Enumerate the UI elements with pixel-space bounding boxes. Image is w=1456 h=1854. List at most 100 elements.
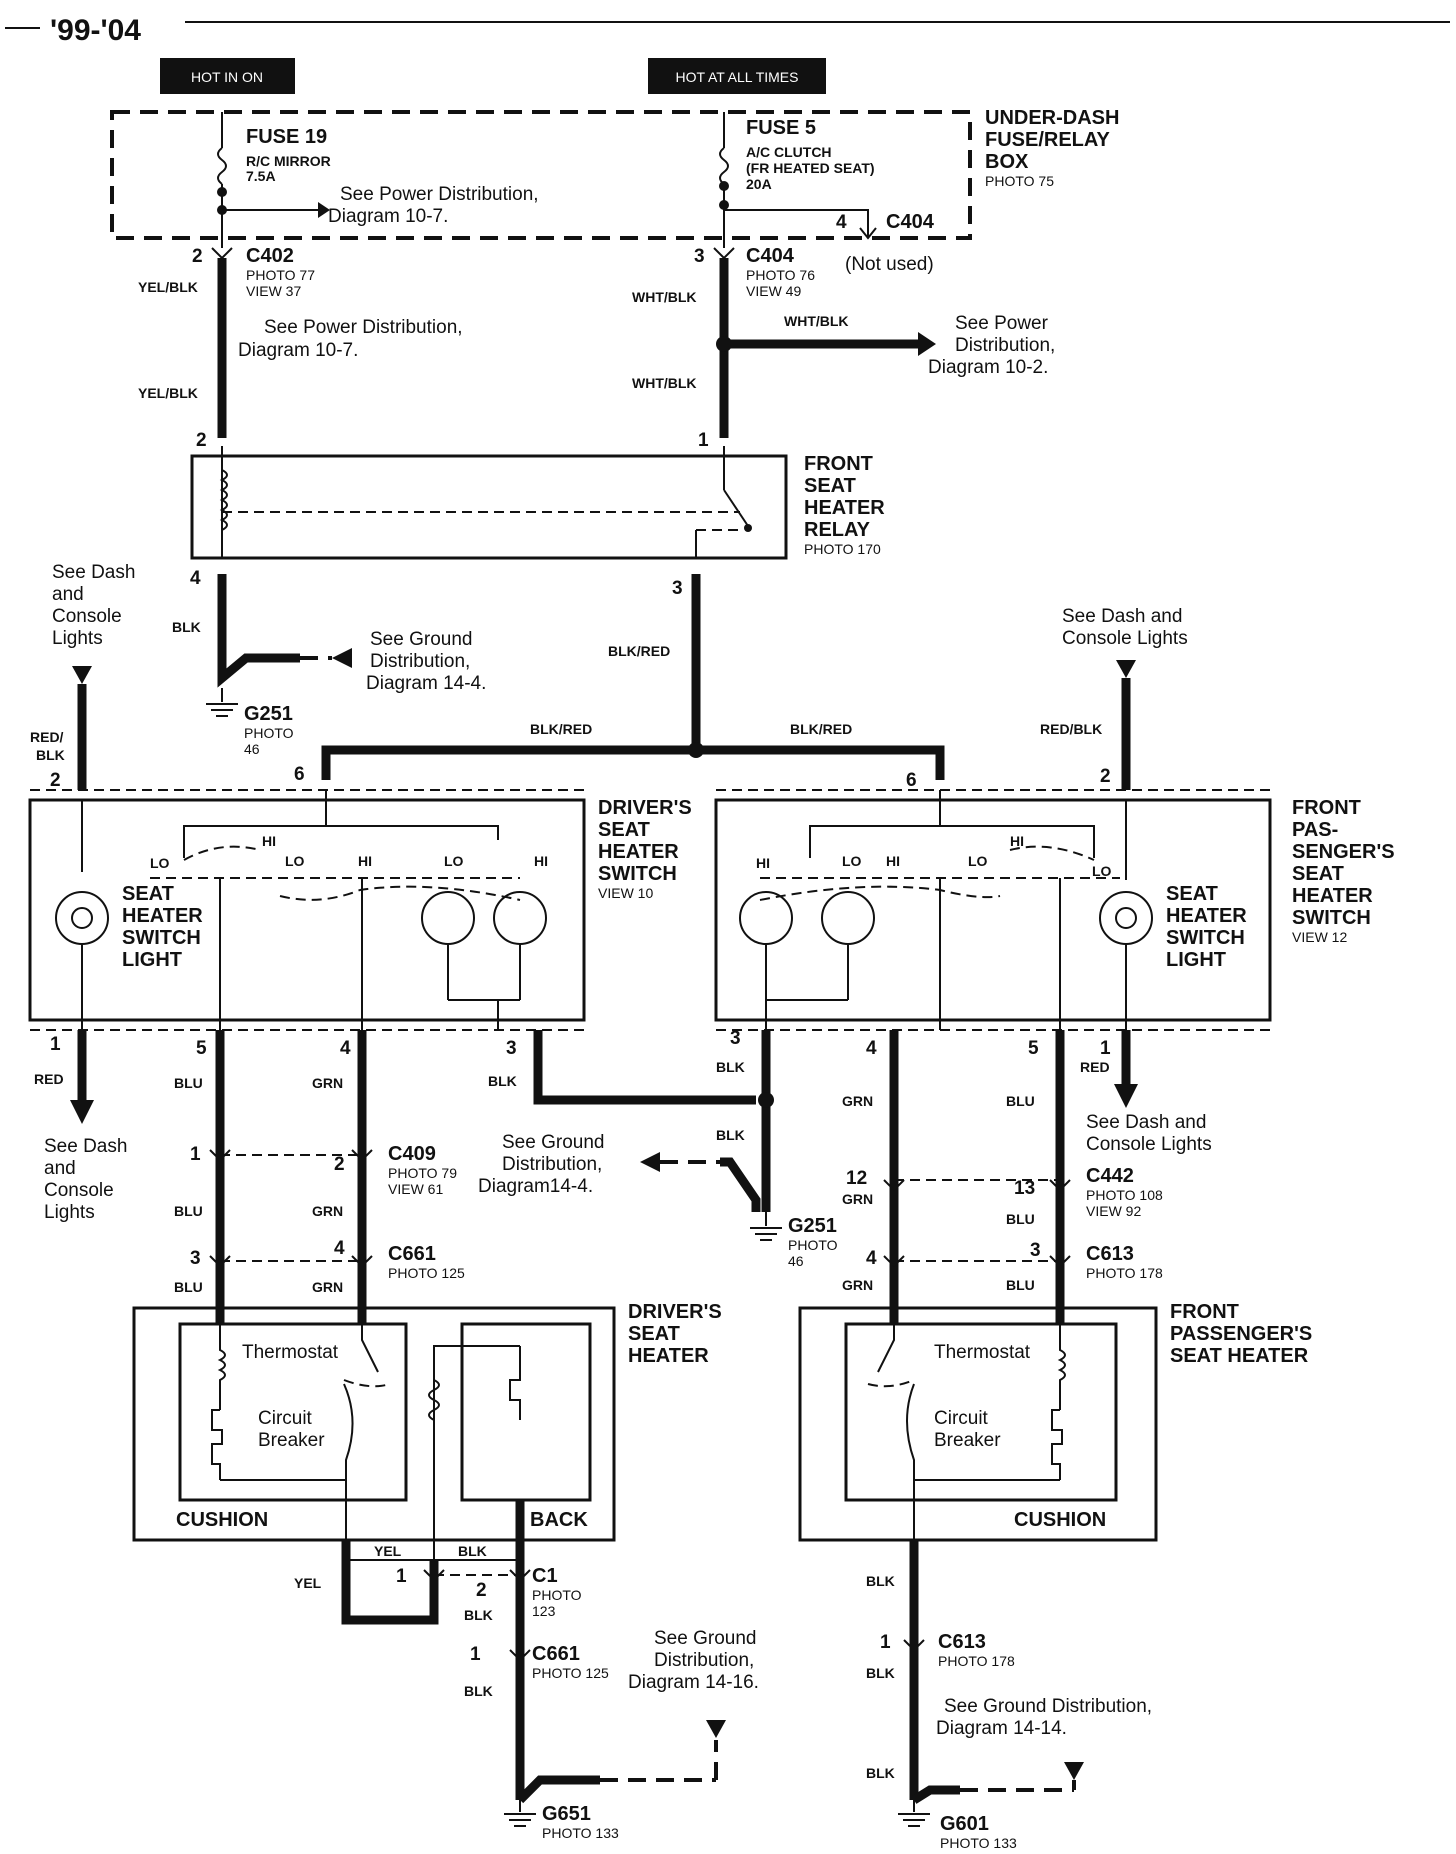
c661a-photo: PHOTO 125 <box>388 1265 465 1281</box>
relay-pin-3: 3 <box>672 578 683 599</box>
ps-blk-label: BLK <box>716 1059 745 1075</box>
ds-blk-label: BLK <box>488 1073 517 1089</box>
ps-hi-1: HI <box>756 855 770 871</box>
fuse-box-name-3: BOX <box>985 151 1029 173</box>
c409-right-symbol <box>351 1149 373 1162</box>
relay-name-4: RELAY <box>804 519 871 541</box>
ph-circuit-breaker <box>1051 1409 1063 1480</box>
c442-pin-13: 13 <box>1014 1178 1035 1199</box>
blk-red-label-1: BLK/RED <box>608 643 670 659</box>
ps-pin-1: 1 <box>1100 1038 1111 1059</box>
gd-14-16-ref-1: See Ground <box>654 1628 756 1649</box>
ds-grn-label-3: GRN <box>312 1279 343 1295</box>
red-blk-right-label: RED/BLK <box>1040 721 1102 737</box>
relay-box <box>190 454 788 560</box>
c409-view: VIEW 61 <box>388 1181 443 1197</box>
ps-light-bulb-icon <box>1099 891 1153 945</box>
driver-back-box <box>460 1322 592 1502</box>
gd-14-4b-ref-2: Distribution, <box>502 1154 602 1175</box>
ps-blu-label-2: BLU <box>1006 1211 1035 1227</box>
gd-14-4-ref-1: See Ground <box>370 629 472 650</box>
gd-14-4b-ref-3: Diagram14-4. <box>478 1176 593 1197</box>
g251-photo-num: 46 <box>244 741 260 757</box>
c409-left-symbol <box>209 1149 231 1162</box>
pass-cushion-box <box>844 1322 1118 1502</box>
dh-thermostat-link <box>343 1379 391 1388</box>
fuse19-line2: 7.5A <box>246 168 276 184</box>
ps-name-5: HEATER <box>1292 885 1373 907</box>
arrow-up-icon-2 <box>1064 1762 1084 1780</box>
page-title: '99-'04 <box>50 14 141 47</box>
ds-name-2: SEAT <box>598 819 650 841</box>
dash-r-ref-1: See Dash and <box>1062 606 1182 627</box>
dh-switch-return <box>343 1383 354 1480</box>
ds-name-1: DRIVER'S <box>598 797 692 819</box>
c661b-symbol <box>509 1649 531 1662</box>
yel-blk-label-2: YEL/BLK <box>138 385 198 401</box>
relay-coil <box>219 469 228 531</box>
c613b-symbol <box>903 1639 925 1652</box>
ds-light-4: LIGHT <box>122 949 182 971</box>
ds-hi-3: HI <box>534 853 548 869</box>
ps-switch-arm-2 <box>759 885 1001 901</box>
dh-back-feed <box>433 1345 520 1500</box>
ds-lo-2: LO <box>285 853 305 869</box>
c661b-blk-label: BLK <box>464 1683 493 1699</box>
ds-pin-3: 3 <box>506 1038 517 1059</box>
fuse19-pd-ref-2: Diagram 10-7. <box>328 206 448 227</box>
c442-view: VIEW 92 <box>1086 1203 1141 1219</box>
fuse5-line1: A/C CLUTCH <box>746 144 832 160</box>
arrow-up-icon <box>706 1720 726 1738</box>
c661a-right-symbol <box>351 1255 373 1268</box>
ps-blu-label-1: BLU <box>1006 1093 1035 1109</box>
red-blk-left-label-2: BLK <box>36 747 65 763</box>
dash-r2-ref-1: See Dash and <box>1086 1112 1206 1133</box>
ph-name-3: SEAT HEATER <box>1170 1345 1309 1367</box>
red-right-label: RED <box>1080 1059 1110 1075</box>
ph-name-2: PASSENGER'S <box>1170 1323 1312 1345</box>
c613a-pin-4: 4 <box>866 1248 877 1269</box>
dash-l-ref-2: and <box>52 584 84 605</box>
ps-pin-4: 4 <box>866 1038 877 1059</box>
c1-photo-num: 123 <box>532 1603 556 1619</box>
c442-pin-12: 12 <box>846 1168 867 1189</box>
gd-14-16-ref-3: Diagram 14-16. <box>628 1672 759 1693</box>
c613b-photo: PHOTO 178 <box>938 1653 1015 1669</box>
c613a-left-symbol <box>883 1255 905 1268</box>
dh-cb-2: Breaker <box>258 1430 325 1451</box>
ps-name-4: SEAT <box>1292 863 1344 885</box>
ps-pin-2: 2 <box>1100 766 1111 787</box>
fuse5-line3: 20A <box>746 176 772 192</box>
c404-branch-pin: 4 <box>836 212 847 233</box>
c409-pin-2: 2 <box>334 1154 345 1175</box>
dh-back-breaker <box>509 1346 521 1420</box>
fuse-box-photo: PHOTO 75 <box>985 173 1054 189</box>
c442-photo: PHOTO 108 <box>1086 1187 1163 1203</box>
ps-light-1: SEAT <box>1166 883 1218 905</box>
dh-circuit-breaker <box>211 1409 223 1480</box>
hot-in-on-tag <box>160 58 295 94</box>
mid-blk-label: BLK <box>716 1127 745 1143</box>
blk-wire-driver-switch-ground <box>533 1030 756 1105</box>
ps-switch-arm-1 <box>1009 845 1095 861</box>
ps-pin-5: 5 <box>1028 1038 1039 1059</box>
ds-lo-1: LO <box>150 855 170 871</box>
ps-grn-label-1: GRN <box>842 1093 873 1109</box>
ps-name-3: SENGER'S <box>1292 841 1395 863</box>
c402-view: VIEW 37 <box>246 283 301 299</box>
ps-common-bus <box>809 825 1095 858</box>
pd-10-2-ref-3: Diagram 10-2. <box>928 357 1048 378</box>
g251-name: G251 <box>244 703 293 725</box>
dh-name-3: HEATER <box>628 1345 709 1367</box>
ds-pin-1: 1 <box>50 1034 61 1055</box>
c1-pin-2: 2 <box>476 1580 487 1601</box>
red-left-label: RED <box>34 1071 64 1087</box>
dh-thermostat-resistor <box>217 1324 226 1410</box>
fuse19-line1: R/C MIRROR <box>246 153 331 169</box>
c613a-right-symbol <box>1049 1255 1071 1268</box>
g251b-photo: PHOTO <box>788 1237 838 1253</box>
yel-wire-loop <box>341 1540 439 1625</box>
ds-lo-3: LO <box>444 853 464 869</box>
hot-at-all-times-tag <box>648 58 826 94</box>
fuse19-splice <box>217 187 227 197</box>
